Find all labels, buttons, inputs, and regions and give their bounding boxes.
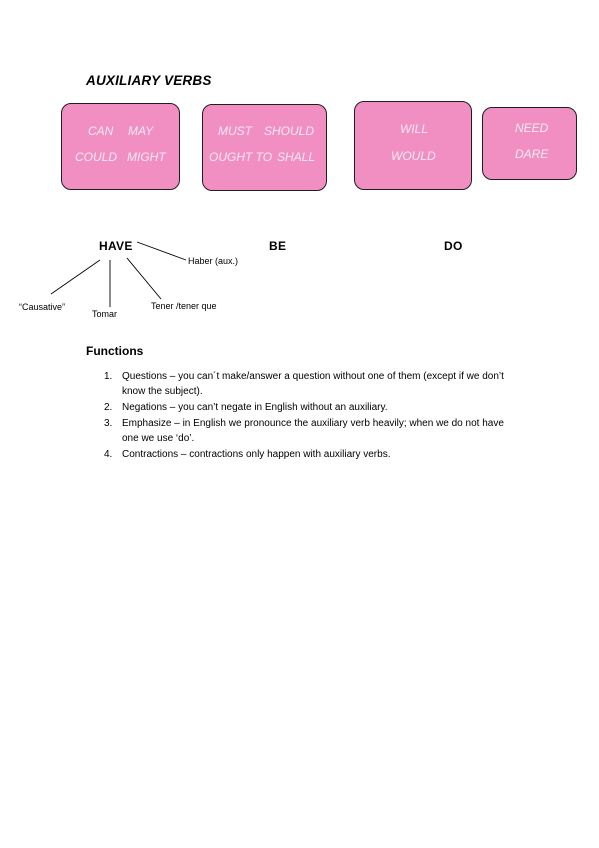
meaning-tomar: Tomar [92, 309, 118, 319]
box-text-will: WILL [400, 122, 429, 136]
list-number: 3. [104, 418, 113, 429]
heading-be: BE [269, 239, 287, 253]
list-item: 2. Negations – you can’t negate in Engli… [100, 400, 520, 415]
list-number: 4. [104, 449, 113, 460]
list-text: Emphasize – in English we pronounce the … [122, 418, 504, 444]
box-text-shall: SHALL [277, 150, 316, 164]
box-text-should: SHOULD [264, 124, 315, 138]
modal-box-need-dare: NEED DARE [482, 107, 577, 180]
meaning-haber: Haber (aux.) [188, 256, 239, 266]
modal-box-can-may: CAN MAY COULD MIGHT [61, 103, 180, 190]
modal-box-will-would: WILL WOULD [354, 101, 472, 190]
list-text: Negations – you can’t negate in English … [122, 402, 388, 413]
box-text-might: MIGHT [127, 150, 166, 164]
heading-have: HAVE [99, 239, 133, 253]
connector-causative [50, 259, 101, 295]
list-item: 4. Contractions – contractions only happ… [100, 447, 520, 462]
list-item: 3. Emphasize – in English we pronounce t… [100, 416, 520, 446]
functions-list: 1. Questions – you can´t make/answer a q… [100, 369, 520, 463]
functions-heading: Functions [86, 344, 144, 358]
modal-box-must-should: MUST SHOULD OUGHT TO SHALL [202, 104, 327, 191]
heading-do: DO [444, 239, 463, 253]
page-title: AUXILIARY VERBS [86, 73, 212, 88]
list-text: Questions – you can´t make/answer a ques… [122, 371, 504, 397]
box-text-ought-to: OUGHT TO [209, 150, 273, 164]
box-text-need: NEED [515, 121, 549, 135]
box-text-could: COULD [75, 150, 118, 164]
box-text-may: MAY [128, 124, 154, 138]
meaning-tener: Tener /tener que [151, 301, 217, 311]
box-text-must: MUST [218, 124, 252, 138]
connector-tener [126, 257, 162, 300]
list-number: 1. [104, 371, 113, 382]
connector-haber [136, 241, 187, 261]
list-text: Contractions – contractions only happen … [122, 449, 391, 460]
meaning-causative: “Causative” [19, 302, 66, 312]
list-number: 2. [104, 402, 113, 413]
list-item: 1. Questions – you can´t make/answer a q… [100, 369, 520, 399]
box-text-dare: DARE [515, 147, 549, 161]
box-text-can: CAN [88, 124, 114, 138]
box-text-would: WOULD [391, 149, 436, 163]
